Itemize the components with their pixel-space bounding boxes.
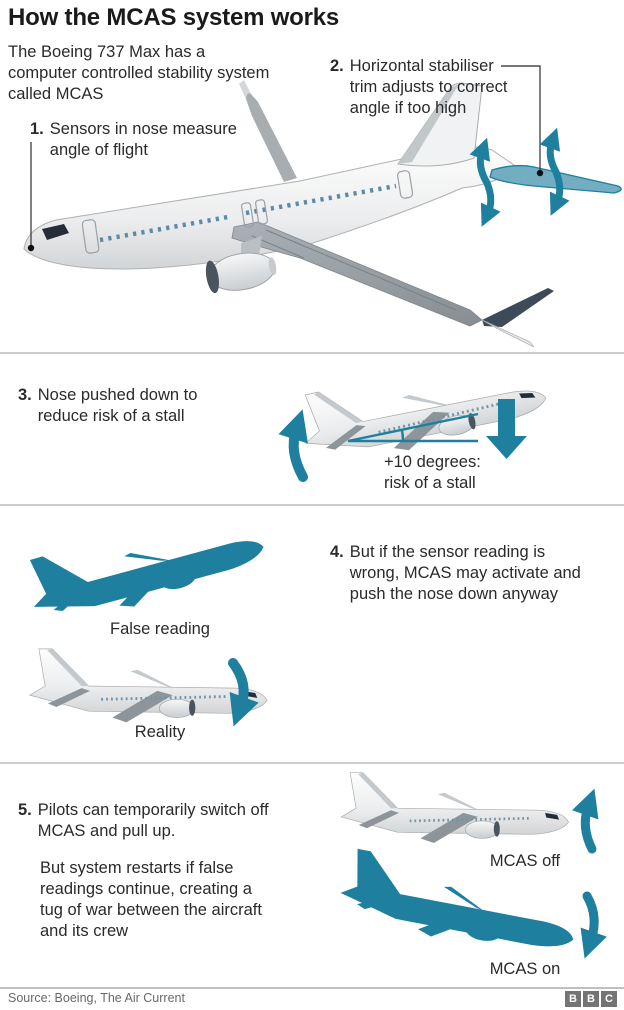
label-false-reading: False reading xyxy=(110,620,210,638)
step-1: 1. Sensors in nose measure angle of flig… xyxy=(30,119,237,161)
nose-down-arrow-icon xyxy=(228,658,259,727)
step-1-number: 1. xyxy=(30,120,44,138)
step-5: 5. Pilots can temporarily switch off MCA… xyxy=(18,800,269,842)
bbc-logo-block: B xyxy=(565,991,581,1007)
step-2-number: 2. xyxy=(330,57,344,75)
reality-plane-illustration xyxy=(28,647,269,724)
step-4-number: 4. xyxy=(330,543,344,561)
label-mcas-on: MCAS on xyxy=(489,960,561,978)
step-5-number: 5. xyxy=(18,801,32,819)
step-1-text: Sensors in nose measure angle of flight xyxy=(49,120,237,159)
section-divider xyxy=(0,352,624,354)
step-3-text: Nose pushed down to reduce risk of a sta… xyxy=(37,386,198,425)
step-3: 3. Nose pushed down to reduce risk of a … xyxy=(18,385,197,427)
step-4: 4. But if the sensor reading is wrong, M… xyxy=(330,542,581,605)
step-2-text: Horizontal stabiliser trim adjusts to co… xyxy=(349,57,508,117)
pull-up-arrow-icon xyxy=(278,409,308,482)
engine xyxy=(205,235,277,294)
intro-text: The Boeing 737 Max has a computer contro… xyxy=(8,43,270,103)
aircraft-737max-illustration xyxy=(23,65,622,348)
angle-of-attack-diagram xyxy=(347,412,479,443)
cabin-windows xyxy=(99,183,397,243)
pull-up-arrow-icon xyxy=(572,788,599,854)
door-outlines xyxy=(81,170,414,254)
nose-down-arrow-icon xyxy=(486,399,527,459)
horizontal-stabiliser xyxy=(489,164,622,194)
label-reality: Reality xyxy=(134,723,186,741)
step-5-text: Pilots can temporarily switch off MCAS a… xyxy=(37,801,269,840)
label-mcas-off: MCAS off xyxy=(489,852,561,870)
bbc-logo-block: C xyxy=(601,991,617,1007)
step-2: 2. Horizontal stabiliser trim adjusts to… xyxy=(330,56,507,119)
section-divider xyxy=(0,504,624,506)
nose-down-arrow-icon xyxy=(580,891,607,959)
fuselage xyxy=(23,146,518,270)
step-4-text: But if the sensor reading is wrong, MCAS… xyxy=(349,543,581,603)
footer-divider xyxy=(0,987,624,989)
step-5-text-continued: But system restarts if false readings co… xyxy=(40,859,262,940)
bbc-logo: B B C xyxy=(565,991,617,1007)
stabiliser-trim-double-arrow-icon xyxy=(539,127,570,216)
page-title: How the MCAS system works xyxy=(8,4,340,31)
stabiliser-trim-double-arrow-icon xyxy=(469,137,501,227)
source-note: Source: Boeing, The Air Current xyxy=(8,991,185,1005)
cockpit-windows xyxy=(42,224,69,240)
mcas-off-plane-illustration xyxy=(340,771,570,845)
near-wing xyxy=(231,221,554,348)
step-3-number: 3. xyxy=(18,386,32,404)
section-divider xyxy=(0,762,624,764)
false-reading-plane-illustration xyxy=(21,497,270,634)
winglet xyxy=(482,288,554,327)
winglet-lower xyxy=(481,319,535,348)
angle-note: +10 degrees: risk of a stall xyxy=(384,453,481,492)
bbc-logo-block: B xyxy=(583,991,599,1007)
